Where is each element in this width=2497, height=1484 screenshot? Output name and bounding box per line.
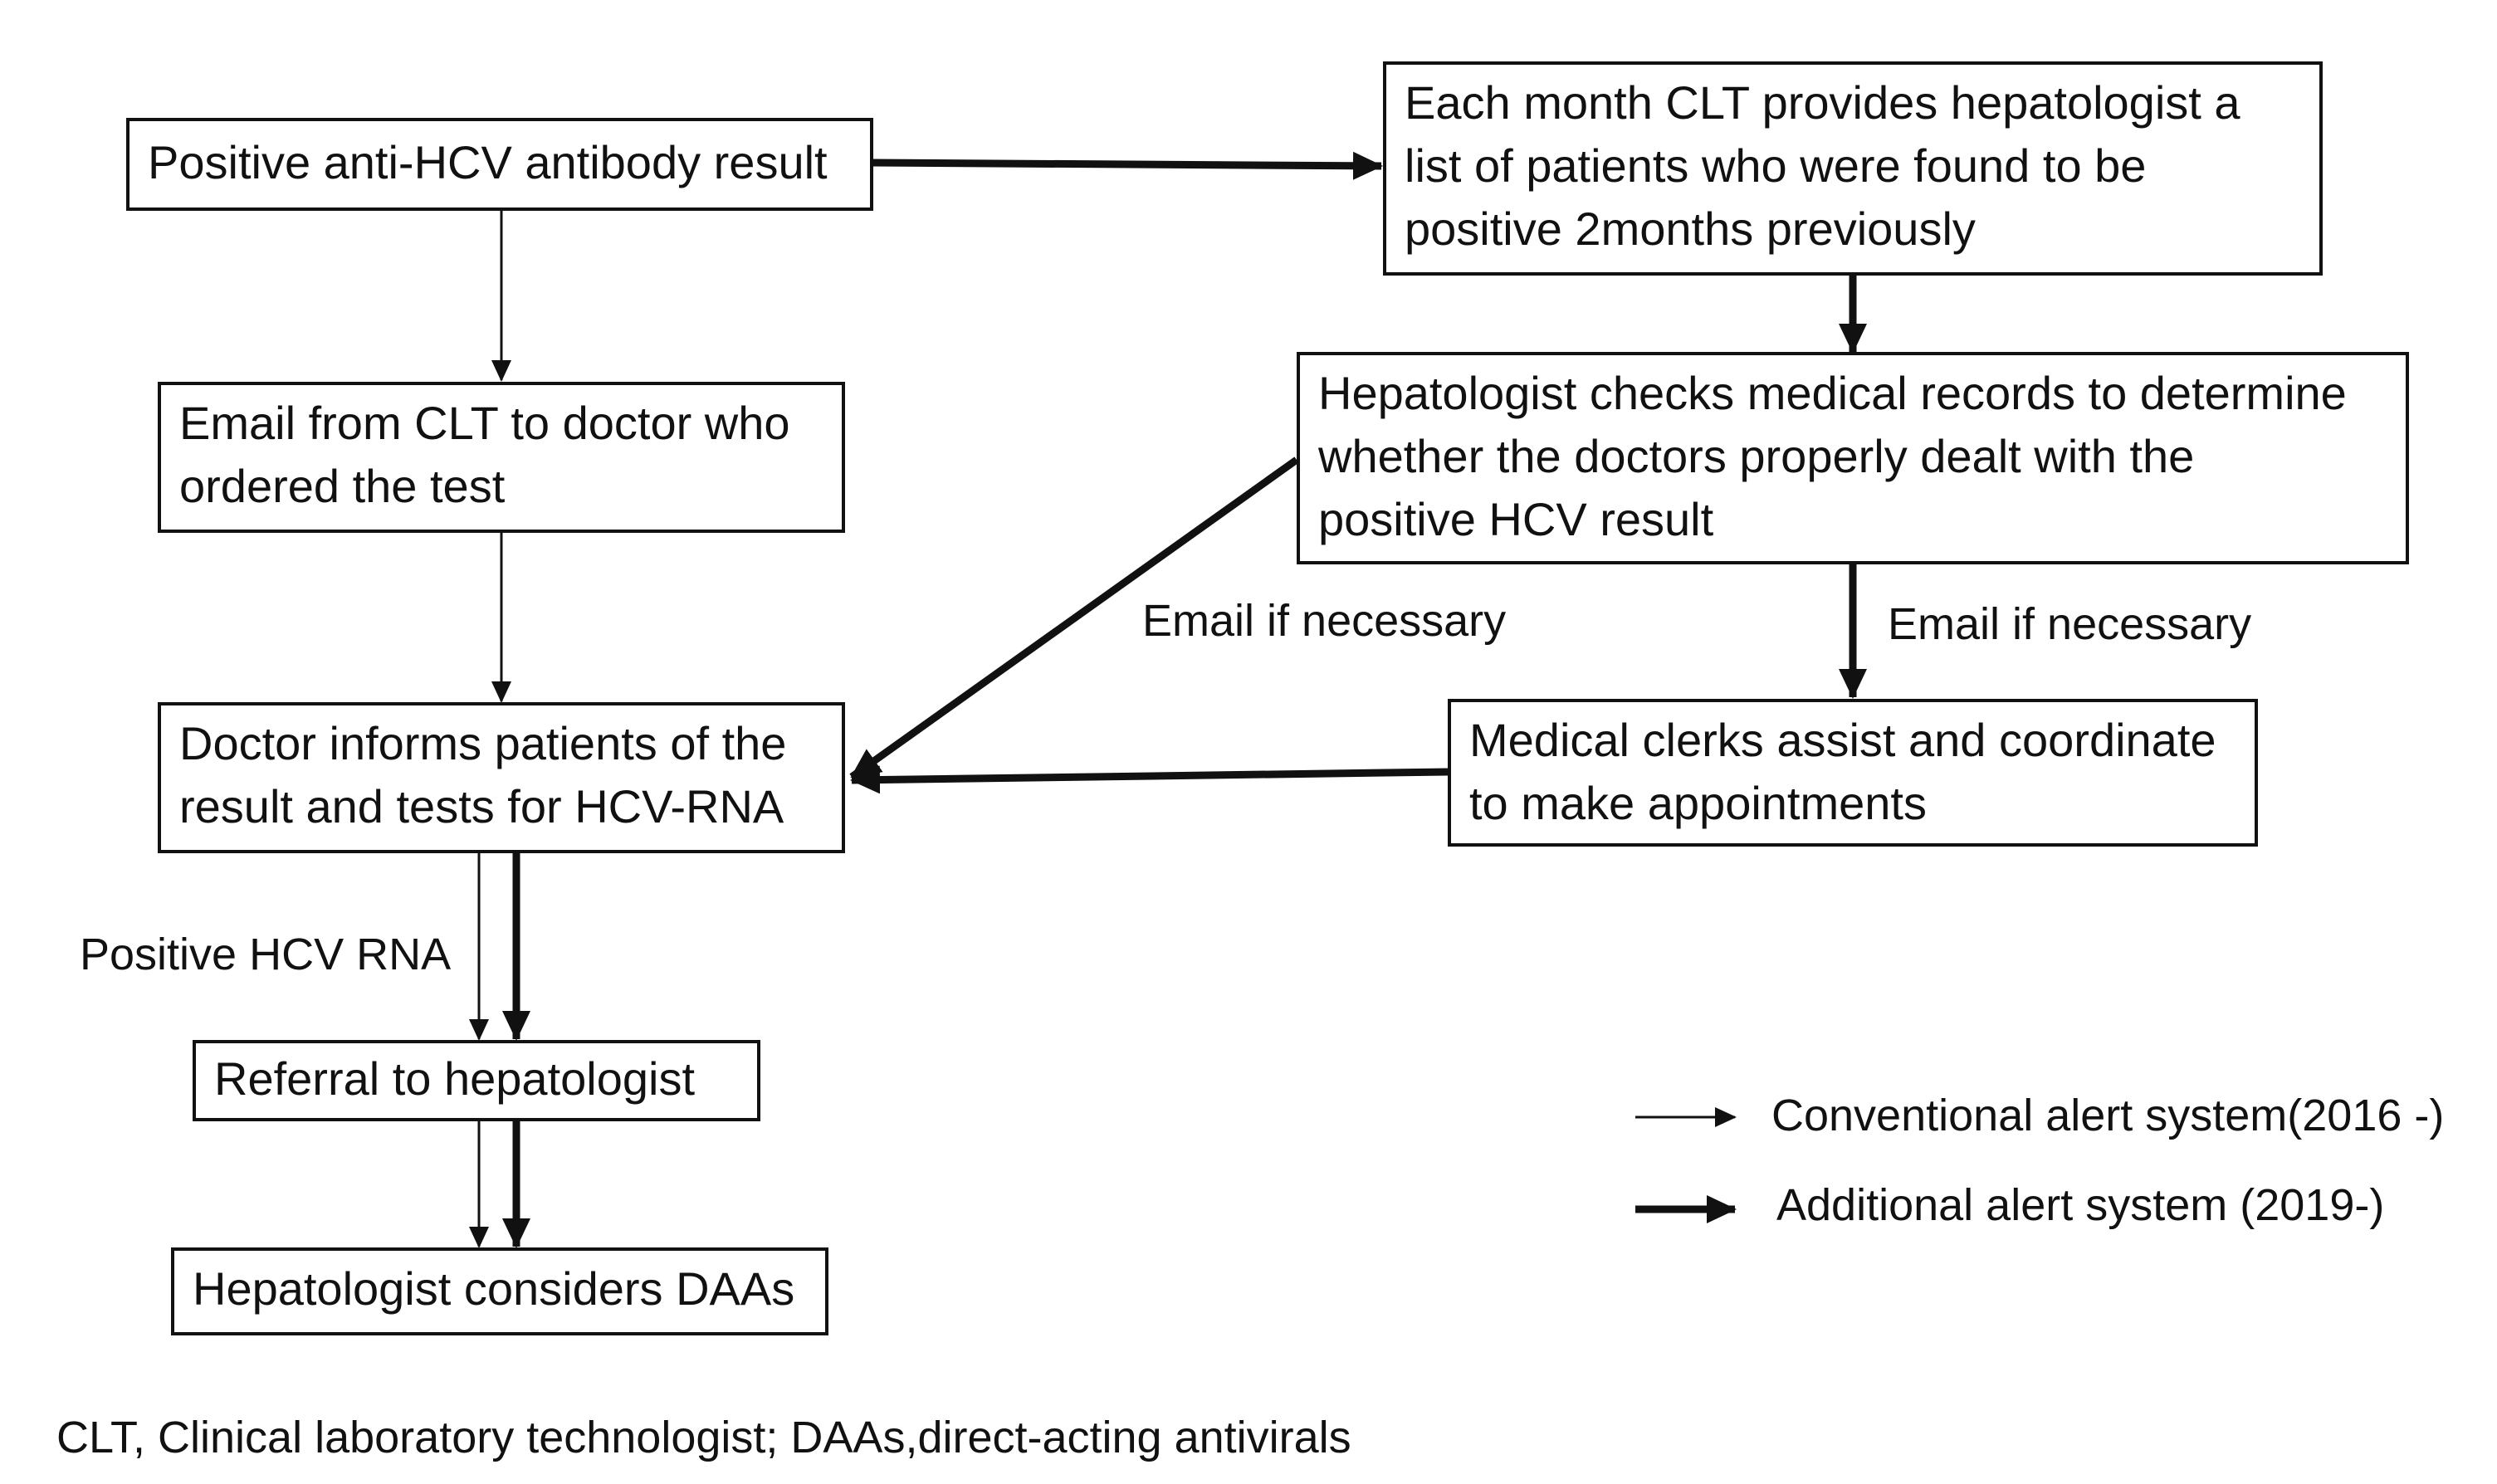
edge-label-email-if-necessary-left: Email if necessary	[1142, 596, 1507, 646]
node-text-line: Email from CLT to doctor who	[179, 397, 790, 449]
edge-clerks-to-doctor	[850, 765, 1449, 794]
node-doctor-informs-patients: Doctor informs patients of the result an…	[158, 702, 845, 853]
legend-conventional-label: Conventional alert system(2016 -)	[1771, 1091, 2445, 1140]
node-text-line: Referral to hepatologist	[214, 1052, 696, 1105]
edge-label-email-if-necessary-right: Email if necessary	[1888, 599, 2252, 649]
node-text-line: Hepatologist checks medical records to d…	[1318, 367, 2347, 419]
node-text-line: positive HCV result	[1318, 493, 1714, 545]
node-hepatologist-considers-daas: Hepatologist considers DAAs	[171, 1247, 828, 1335]
footnote-abbreviations: CLT, Clinical laboratory technologist; D…	[56, 1413, 1351, 1462]
legend-additional-label: Additional alert system (2019-)	[1776, 1180, 2385, 1230]
edge-label-positive-hcv-rna: Positive HCV RNA	[80, 930, 452, 979]
edge-antibody-to-monthly-list	[871, 151, 1383, 180]
node-text-line: positive 2months previously	[1405, 203, 1976, 255]
node-hepatologist-checks-records: Hepatologist checks medical records to d…	[1297, 352, 2409, 564]
node-text-line: whether the doctors properly dealt with …	[1318, 430, 2195, 482]
node-monthly-patient-list: Each month CLT provides hepatologist a l…	[1383, 61, 2323, 276]
node-text-line: Each month CLT provides hepatologist a	[1405, 76, 2240, 129]
edge-checks-to-doctor	[849, 456, 1299, 780]
node-medical-clerks: Medical clerks assist and coordinate to …	[1448, 699, 2258, 847]
node-text-line: Medical clerks assist and coordinate	[1469, 714, 2216, 766]
node-referral-to-hepatologist: Referral to hepatologist	[193, 1040, 760, 1121]
node-text-line: list of patients who were found to be	[1405, 139, 2147, 192]
node-text-line: Doctor informs patients of the	[179, 717, 787, 769]
node-text-line: ordered the test	[179, 460, 506, 512]
node-text-line: to make appointments	[1469, 777, 1927, 829]
node-text-line: Hepatologist considers DAAs	[193, 1262, 795, 1315]
node-email-from-clt: Email from CLT to doctor who ordered the…	[158, 382, 845, 533]
node-text-line: result and tests for HCV-RNA	[179, 780, 784, 832]
node-positive-antibody-result: Positive anti-HCV antibody result	[126, 118, 873, 211]
node-text-line: Positive anti-HCV antibody result	[148, 136, 828, 188]
